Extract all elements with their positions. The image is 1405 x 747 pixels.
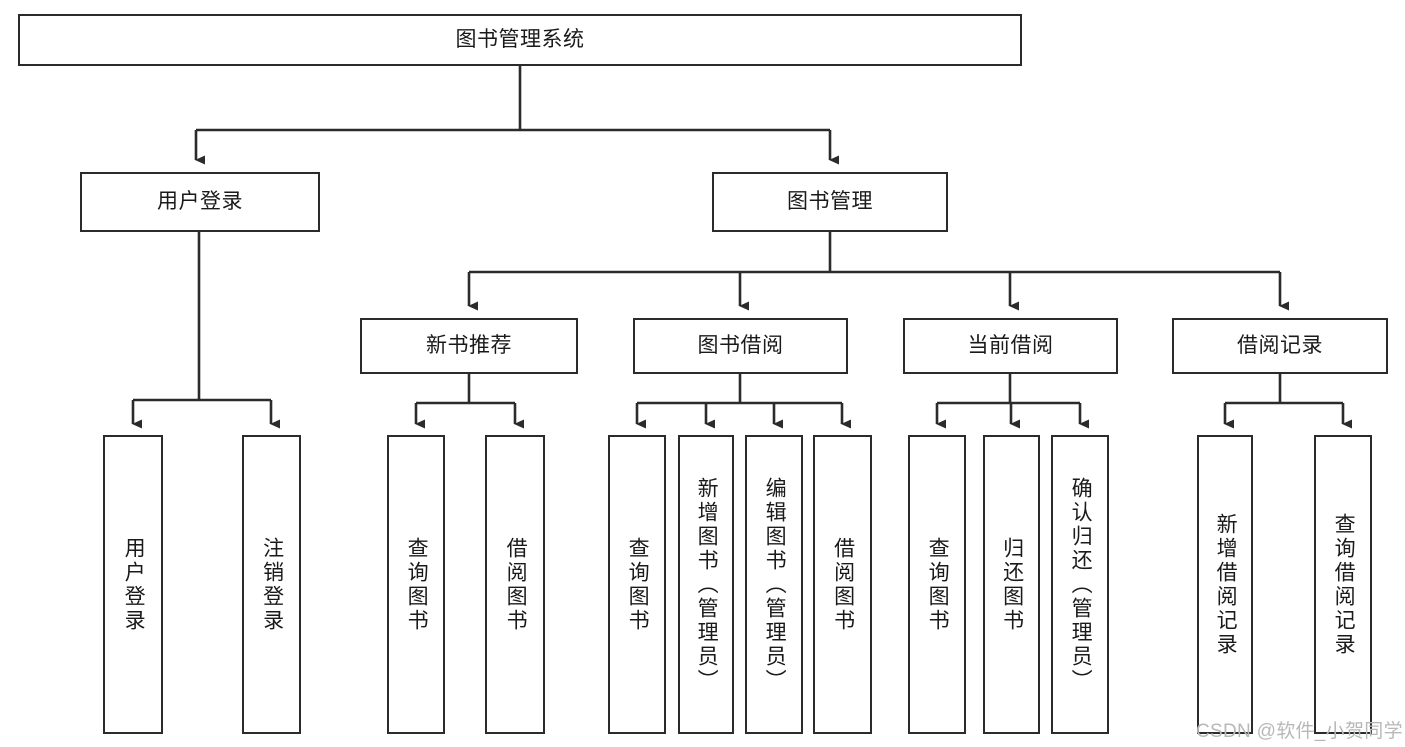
leaf-query-books-new[interactable]: 查询图书	[387, 435, 445, 734]
leaf-confirm-return-admin-label: 确认归还（管理员）	[1069, 476, 1093, 693]
leaf-add-borrow-record-label: 新增借阅记录	[1214, 512, 1238, 657]
node-new-book-recommend-label: 新书推荐	[426, 333, 512, 357]
csdn-watermark: CSDN @软件_小贺同学	[1196, 721, 1403, 742]
leaf-borrow-books-new[interactable]: 借阅图书	[485, 435, 545, 734]
leaf-add-borrow-record[interactable]: 新增借阅记录	[1197, 435, 1253, 734]
leaf-logout[interactable]: 注销登录	[242, 435, 301, 734]
node-user-login[interactable]: 用户登录	[80, 172, 320, 232]
leaf-query-books-borrow-label: 查询图书	[626, 536, 650, 633]
leaf-confirm-return-admin[interactable]: 确认归还（管理员）	[1051, 435, 1109, 734]
leaf-return-books[interactable]: 归还图书	[983, 435, 1040, 734]
node-new-book-recommend[interactable]: 新书推荐	[360, 318, 578, 374]
leaf-edit-book-admin[interactable]: 编辑图书（管理员）	[745, 435, 803, 734]
node-borrow-records[interactable]: 借阅记录	[1172, 318, 1388, 374]
leaf-borrow-books-new-label: 借阅图书	[504, 536, 528, 633]
leaf-logout-label: 注销登录	[260, 536, 284, 633]
leaf-query-borrow-record-label: 查询借阅记录	[1332, 512, 1356, 657]
node-current-borrow-label: 当前借阅	[967, 333, 1054, 357]
leaf-user-login[interactable]: 用户登录	[103, 435, 163, 734]
leaf-add-book-admin-label: 新增图书（管理员）	[695, 476, 719, 693]
leaf-add-book-admin[interactable]: 新增图书（管理员）	[678, 435, 734, 734]
node-current-borrow[interactable]: 当前借阅	[903, 318, 1118, 374]
leaf-borrow-books[interactable]: 借阅图书	[813, 435, 872, 734]
leaf-user-login-label: 用户登录	[122, 536, 146, 633]
leaf-borrow-books-label: 借阅图书	[831, 536, 855, 633]
node-book-borrow-label: 图书借阅	[697, 333, 784, 357]
leaf-query-borrow-record[interactable]: 查询借阅记录	[1314, 435, 1372, 734]
leaf-return-books-label: 归还图书	[1000, 536, 1024, 633]
leaf-edit-book-admin-label: 编辑图书（管理员）	[763, 476, 787, 693]
node-root-label: 图书管理系统	[455, 27, 585, 51]
leaf-query-books-borrow[interactable]: 查询图书	[608, 435, 666, 734]
node-book-management-label: 图书管理	[787, 189, 873, 213]
node-book-management[interactable]: 图书管理	[712, 172, 948, 232]
leaf-query-books-new-label: 查询图书	[405, 536, 429, 633]
leaf-query-books-current[interactable]: 查询图书	[908, 435, 966, 734]
node-user-login-label: 用户登录	[157, 189, 243, 213]
node-root[interactable]: 图书管理系统	[18, 14, 1022, 66]
node-borrow-records-label: 借阅记录	[1237, 333, 1323, 357]
leaf-query-books-current-label: 查询图书	[926, 536, 950, 633]
node-book-borrow[interactable]: 图书借阅	[633, 318, 848, 374]
